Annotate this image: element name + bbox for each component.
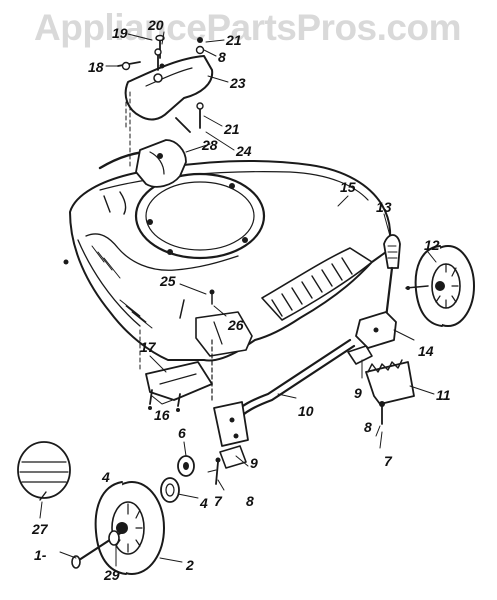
callout-14: 14	[418, 343, 434, 359]
callout-8-right: 8	[364, 419, 372, 435]
callout-4-left: 4	[101, 469, 110, 485]
hub-cap	[17, 441, 71, 501]
axle-rod	[225, 338, 356, 422]
watermark-text: AppliancePartsPros.com	[34, 7, 461, 48]
height-adjuster	[355, 234, 401, 349]
adjust-bracket	[347, 345, 415, 425]
callout-numbers: 19 20 21 8 18 23 21 28 24 15 13 12 25 26…	[31, 17, 451, 583]
callout-24: 24	[235, 143, 252, 159]
callout-11: 11	[436, 387, 451, 403]
callout-4-right: 4	[199, 495, 208, 511]
callout-17: 17	[140, 339, 157, 355]
callout-2: 2	[185, 557, 194, 573]
callout-9-lower: 9	[250, 455, 258, 471]
callout-21-top: 21	[225, 32, 242, 48]
callout-23: 23	[229, 75, 246, 91]
callout-6: 6	[178, 425, 186, 441]
callout-8-lower: 8	[246, 493, 254, 509]
callout-27: 27	[31, 521, 49, 537]
callout-15: 15	[340, 179, 356, 195]
leader-lines	[39, 31, 437, 567]
callout-28: 28	[201, 137, 218, 153]
callout-25: 25	[159, 273, 176, 289]
callout-12: 12	[424, 237, 440, 253]
callout-7-lower: 7	[214, 493, 223, 509]
front-axle-bracket	[211, 339, 249, 485]
front-wheel	[71, 481, 165, 575]
callout-18: 18	[88, 59, 104, 75]
callout-20: 20	[147, 17, 164, 33]
rear-wheel-right	[405, 245, 475, 327]
callout-21-mid: 21	[223, 121, 240, 137]
bushings	[160, 455, 195, 503]
callout-7-right: 7	[384, 453, 393, 469]
callout-9-right: 9	[354, 385, 362, 401]
rear-guard	[139, 329, 213, 412]
callout-16: 16	[154, 407, 170, 423]
mower-deck	[63, 159, 392, 362]
handle-bracket-assembly	[98, 34, 214, 215]
callout-13: 13	[376, 199, 392, 215]
callout-19: 19	[112, 25, 128, 41]
callout-29: 29	[103, 567, 120, 583]
callout-8-top: 8	[218, 49, 226, 65]
callout-1: 1-	[34, 547, 47, 563]
callout-10: 10	[298, 403, 314, 419]
callout-26: 26	[227, 317, 244, 333]
